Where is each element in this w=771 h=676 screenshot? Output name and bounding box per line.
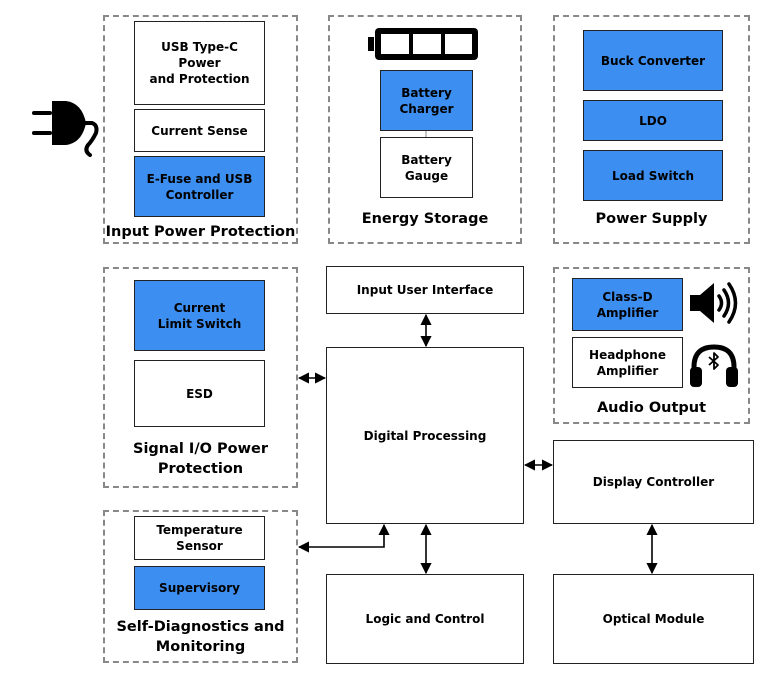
- optical-module-block: Optical Module: [553, 574, 754, 664]
- group-label-self-diagnostics: Self-Diagnostics and Monitoring: [116, 619, 285, 655]
- group-label-input-power-protection: Input Power Protection: [105, 224, 296, 240]
- current-sense-block: Current Sense: [134, 109, 265, 152]
- power-plug-icon: [32, 101, 99, 157]
- energy-storage-group: Energy Storage: [328, 15, 522, 244]
- input-power-protection-group: Input Power Protection: [103, 15, 298, 244]
- speaker-icon: [690, 282, 738, 324]
- group-label-signal-io: Signal I/O Power Protection: [133, 441, 268, 477]
- battery-charger-block: Battery Charger: [380, 70, 473, 131]
- audio-output-group: Audio Output: [553, 267, 750, 424]
- digital-processing-block: Digital Processing: [326, 347, 524, 524]
- buck-converter-block: Buck Converter: [583, 30, 723, 91]
- efuse-usb-controller-block: E-Fuse and USB Controller: [134, 156, 265, 217]
- class-d-amplifier-block: Class-D Amplifier: [572, 278, 683, 331]
- signal-io-protection-group: Signal I/O Power Protection: [103, 267, 298, 488]
- battery-gauge-block: Battery Gauge: [380, 137, 473, 198]
- supervisory-block: Supervisory: [134, 566, 265, 610]
- battery-full-icon: [368, 28, 478, 60]
- temperature-sensor-block: Temperature Sensor: [134, 516, 265, 560]
- input-user-interface-block: Input User Interface: [326, 266, 524, 314]
- group-label-audio-output: Audio Output: [596, 400, 707, 416]
- display-controller-block: Display Controller: [553, 440, 754, 524]
- usb-type-c-block: USB Type-C Power and Protection: [134, 21, 265, 105]
- bluetooth-headphones-icon: [690, 344, 738, 387]
- arrow-diag-digital: [297, 523, 390, 553]
- current-limit-switch-block: Current Limit Switch: [134, 280, 265, 351]
- headphone-amplifier-block: Headphone Amplifier: [572, 337, 683, 388]
- load-switch-block: Load Switch: [583, 150, 723, 201]
- group-label-power-supply: Power Supply: [595, 211, 708, 227]
- esd-block: ESD: [134, 360, 265, 427]
- group-label-energy-storage: Energy Storage: [361, 211, 489, 227]
- self-diagnostics-group: Self-Diagnostics and Monitoring: [103, 510, 298, 663]
- ldo-block: LDO: [583, 100, 723, 141]
- power-supply-group: Power Supply: [553, 15, 750, 244]
- logic-and-control-block: Logic and Control: [326, 574, 524, 664]
